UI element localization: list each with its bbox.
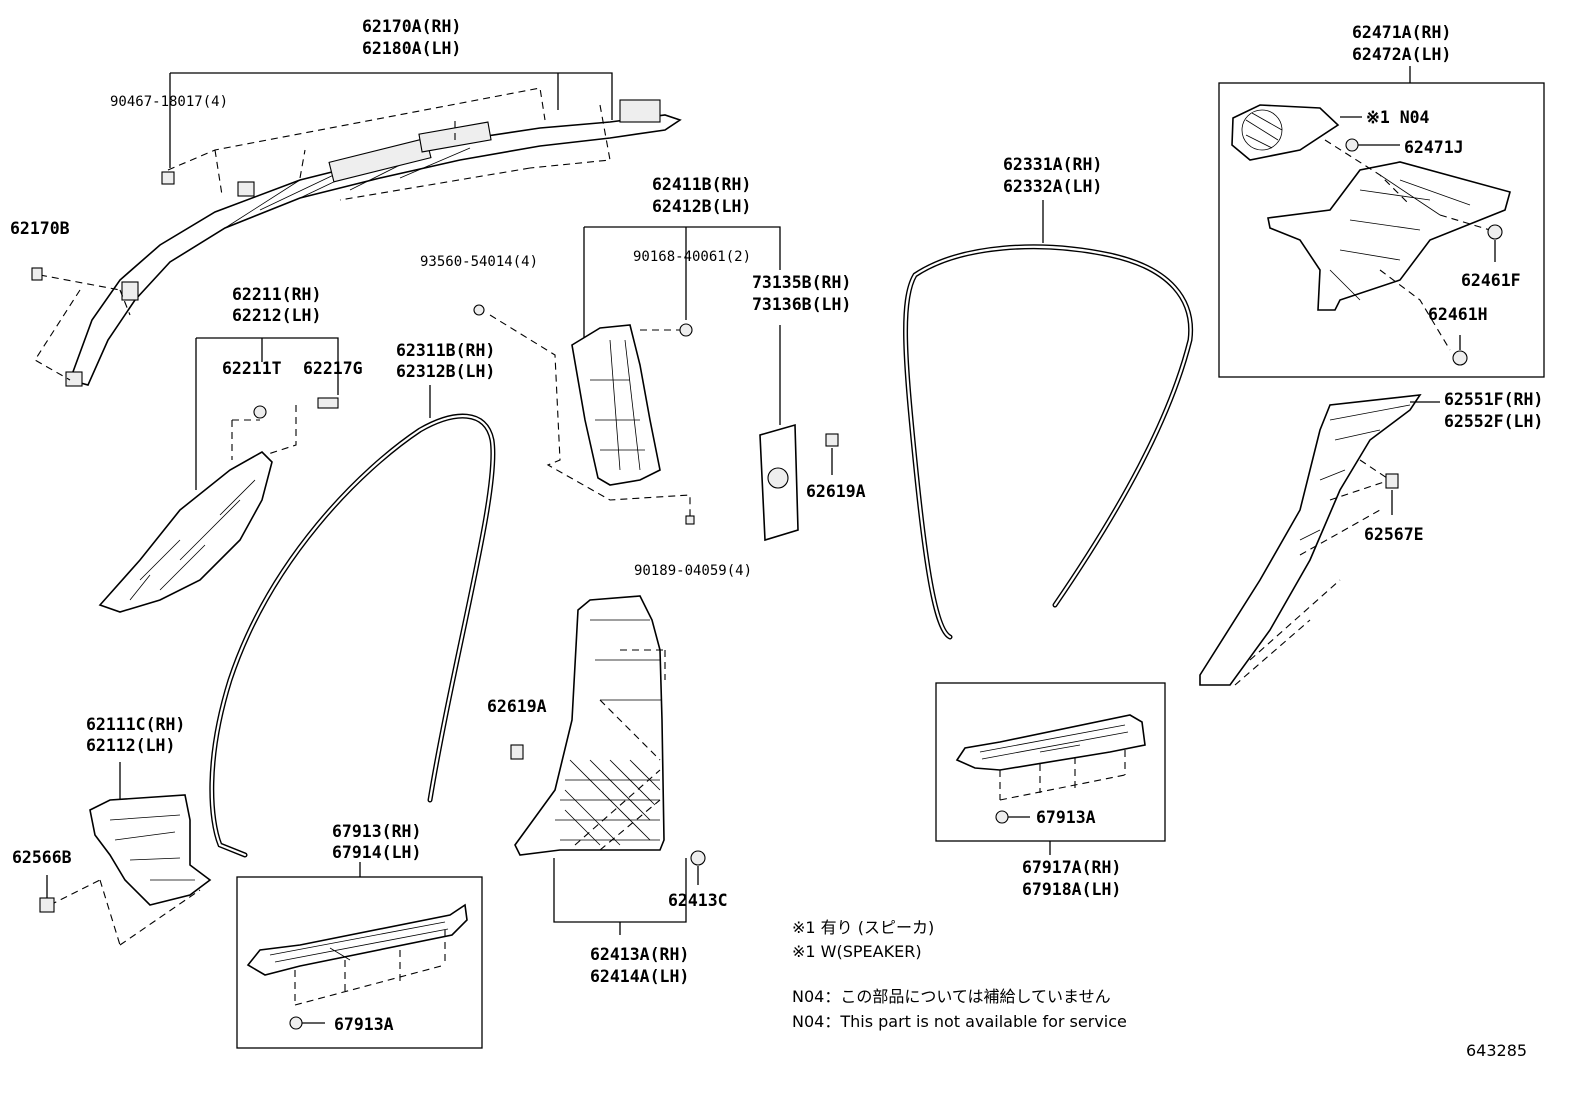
center-pillar-upper-garnish-assembly — [473, 226, 781, 525]
label-67913A-rear: 67913A — [1036, 808, 1096, 827]
quarter-trim-assembly — [1218, 66, 1545, 378]
label-62412B: 62412B(LH) — [652, 197, 751, 216]
label-62212: 62212(LH) — [232, 306, 321, 325]
label-62211T: 62211T — [222, 359, 282, 378]
label-62471J: 62471J — [1404, 138, 1464, 157]
label-62461H: 62461H — [1428, 305, 1488, 324]
rear-door-weatherstrip — [903, 200, 1194, 640]
label-62413A: 62413A(RH) — [590, 945, 689, 964]
seatbelt-anchor-cover — [759, 325, 839, 542]
label-93560: 93560-54014(4) — [420, 254, 538, 270]
front-scuff-plate-assembly — [236, 862, 483, 1049]
label-62312B: 62312B(LH) — [396, 362, 495, 381]
label-62413C: 62413C — [668, 891, 728, 910]
roof-side-inner-garnish — [1199, 394, 1440, 686]
label-62461F: 62461F — [1461, 271, 1521, 290]
front-pillar-garnish-assembly — [98, 337, 339, 613]
label-62551F: 62551F(RH) — [1444, 390, 1543, 409]
label-62619A-lower: 62619A — [487, 697, 547, 716]
label-N04: ※1 N04 — [1366, 108, 1430, 127]
label-62111C: 62111C(RH) — [86, 715, 185, 734]
label-62566B: 62566B — [12, 848, 72, 867]
note-speaker-ja: ※1 有り (スピーカ) — [792, 918, 934, 937]
label-62332A: 62332A(LH) — [1003, 177, 1102, 196]
front-door-weatherstrip — [209, 385, 496, 858]
label-67918A: 67918A(LH) — [1022, 880, 1121, 899]
label-62170B: 62170B — [10, 219, 70, 238]
label-90189: 90189-04059(4) — [634, 563, 752, 579]
label-62311B: 62311B(RH) — [396, 341, 495, 360]
label-62414A: 62414A(LH) — [590, 967, 689, 986]
label-67917A: 67917A(RH) — [1022, 858, 1121, 877]
curtain-airbag-assembly — [31, 72, 682, 387]
label-62170A: 62170A(RH) — [362, 17, 461, 36]
label-62567E: 62567E — [1364, 525, 1424, 544]
note-n04-en: N04：This part is not available for servi… — [792, 1012, 1127, 1031]
legend-notes: ※1 有り (スピーカ) ※1 W(SPEAKER) N04：この部品については… — [792, 918, 1527, 1060]
label-62180A: 62180A(LH) — [362, 39, 461, 58]
label-62619A-upper: 62619A — [806, 482, 866, 501]
note-speaker-en: ※1 W(SPEAKER) — [792, 942, 922, 961]
center-pillar-lower-garnish-assembly — [510, 595, 706, 935]
label-73135B: 73135B(RH) — [752, 273, 851, 292]
label-62552F: 62552F(LH) — [1444, 412, 1543, 431]
label-90168: 90168-40061(2) — [633, 249, 751, 265]
label-62472A: 62472A(LH) — [1352, 45, 1451, 64]
rear-scuff-plate-assembly — [935, 682, 1166, 855]
label-73136B: 73136B(LH) — [752, 295, 851, 314]
cowl-side-trim-assembly — [39, 762, 212, 946]
label-62217G: 62217G — [303, 359, 363, 378]
label-67914: 67914(LH) — [332, 843, 421, 862]
label-62112: 62112(LH) — [86, 736, 175, 755]
part-labels: 62170A(RH) 62180A(LH) 90467-18017(4) 621… — [10, 17, 1543, 1034]
label-67913: 67913(RH) — [332, 822, 421, 841]
label-62211: 62211(RH) — [232, 285, 321, 304]
label-62331A: 62331A(RH) — [1003, 155, 1102, 174]
label-62471A: 62471A(RH) — [1352, 23, 1451, 42]
label-62411B: 62411B(RH) — [652, 175, 751, 194]
label-90467: 90467-18017(4) — [110, 94, 228, 110]
figure-id: 643285 — [1466, 1041, 1527, 1060]
label-67913A-front: 67913A — [334, 1015, 394, 1034]
note-n04-ja: N04：この部品については補給していません — [792, 987, 1111, 1006]
